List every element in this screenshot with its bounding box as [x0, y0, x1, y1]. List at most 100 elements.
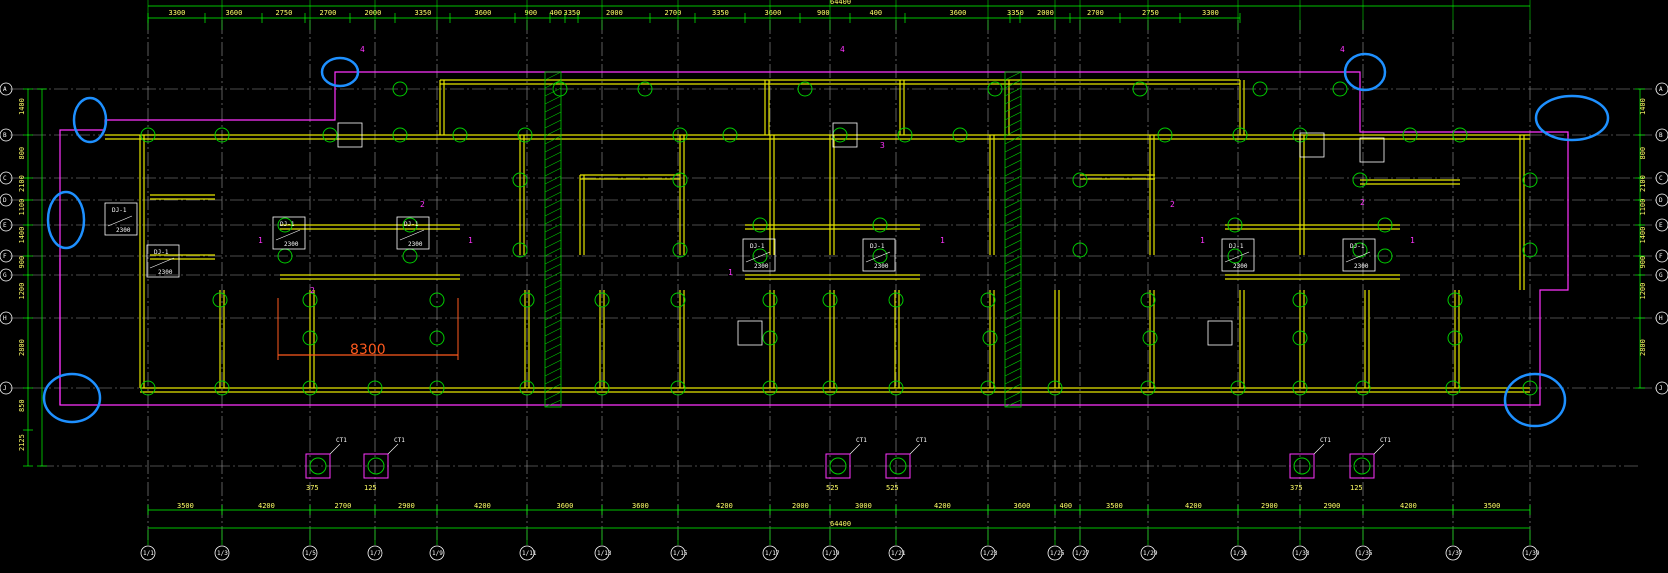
column-circle [888, 292, 904, 308]
column-circle [762, 292, 778, 308]
column-circle [519, 292, 535, 308]
hatch-line [544, 87, 562, 97]
column-circle [952, 127, 968, 143]
pit-label: DJ-1 [1350, 243, 1365, 250]
pit-dim: 2300 [874, 263, 889, 270]
hatch-line [1004, 271, 1022, 281]
dim-text: 3350 [712, 9, 729, 17]
hatch-line [1004, 335, 1022, 345]
footing-box [885, 453, 911, 479]
column-circle [1132, 81, 1148, 97]
axis-label: 1/39 [1525, 550, 1540, 557]
column-circle [1232, 127, 1248, 143]
hatch-line [1004, 247, 1022, 257]
dim-text: 900 [18, 256, 26, 269]
column-circle [519, 380, 535, 396]
column-circle [637, 81, 653, 97]
hatch-line [544, 303, 562, 313]
axis-bubble [822, 545, 838, 561]
axis-bubble [1072, 545, 1088, 561]
hatch-line [544, 327, 562, 337]
detail-box [1207, 320, 1233, 346]
axis-bubble [214, 545, 230, 561]
hatch-line [544, 79, 562, 89]
axis-bubble [429, 545, 445, 561]
axis-label: 1/35 [1358, 550, 1373, 557]
axis-bubble [594, 545, 610, 561]
axis-bubble [0, 311, 13, 325]
room-number: 4 [1340, 45, 1345, 54]
axis-bubble [1655, 249, 1668, 263]
detail-box [1359, 137, 1385, 163]
column-tag: CT1 [916, 437, 927, 444]
column-circle [429, 380, 445, 396]
pit-dim: 2300 [284, 241, 299, 248]
pit-label: DJ-1 [870, 243, 885, 250]
column-circle [1332, 81, 1348, 97]
hatch-line [544, 255, 562, 265]
column-circle [822, 292, 838, 308]
axis-bubble [1355, 545, 1371, 561]
detail-box [337, 122, 363, 148]
pit-dim: 2300 [1233, 263, 1248, 270]
hatch-line [1004, 79, 1022, 89]
room-number: 4 [840, 45, 845, 54]
column-circle [1402, 127, 1418, 143]
pit-label: DJ-1 [112, 207, 127, 214]
column-tag: CT1 [1380, 437, 1391, 444]
axis-bubble [0, 381, 13, 395]
hatch-line [544, 263, 562, 273]
hatch-line [544, 335, 562, 345]
column-circle [140, 380, 156, 396]
detail-box [1299, 132, 1325, 158]
hatch-line [1004, 151, 1022, 161]
pit-mark [865, 251, 891, 263]
axis-bubble [0, 193, 13, 207]
axis-label: J [1659, 385, 1663, 392]
axis-label: H [3, 315, 7, 322]
hatch-line [544, 207, 562, 217]
axis-bubble [0, 128, 13, 142]
hatch-line [544, 319, 562, 329]
axis-bubble [1655, 193, 1668, 207]
footing-dim: 125 [364, 484, 377, 492]
axis-bubble [519, 545, 535, 561]
hatch-line [544, 279, 562, 289]
column-circle [1072, 242, 1088, 258]
dim-text: 3300 [169, 9, 186, 17]
hatch-line [1004, 135, 1022, 145]
dim-text: 2000 [365, 9, 382, 17]
dim-text: 3350 [1007, 9, 1024, 17]
column-circle [214, 380, 230, 396]
column-circle [1447, 292, 1463, 308]
hatch-line [1004, 183, 1022, 193]
hatch-line [1004, 359, 1022, 369]
dim-text: 2750 [1142, 9, 1159, 17]
column-circle [872, 217, 888, 233]
column-circle [1142, 330, 1158, 346]
dim-text: 800 [1639, 147, 1647, 160]
pit-box [104, 202, 138, 236]
hatch-line [1004, 143, 1022, 153]
footing-col [1353, 457, 1371, 475]
dim-text: 2000 [606, 9, 623, 17]
axis-label: F [3, 253, 7, 260]
axis-bubble [1047, 545, 1063, 561]
hatch-line [1004, 383, 1022, 393]
axis-label: D [1659, 197, 1663, 204]
tag-leader [1373, 443, 1385, 455]
hatch-line [1004, 295, 1022, 305]
pit-dim: 2300 [754, 263, 769, 270]
column-circle [672, 172, 688, 188]
pit-dim: 2300 [408, 241, 423, 248]
room-number: 2 [1170, 200, 1175, 209]
markup-circle [72, 96, 108, 144]
hatch-line [1004, 327, 1022, 337]
hatch-line [544, 199, 562, 209]
axis-label: 1/17 [765, 550, 780, 557]
footing-dim: 525 [886, 484, 899, 492]
axis-bubble [0, 82, 13, 96]
hatch-line [1004, 287, 1022, 297]
hatch-line [1004, 239, 1022, 249]
